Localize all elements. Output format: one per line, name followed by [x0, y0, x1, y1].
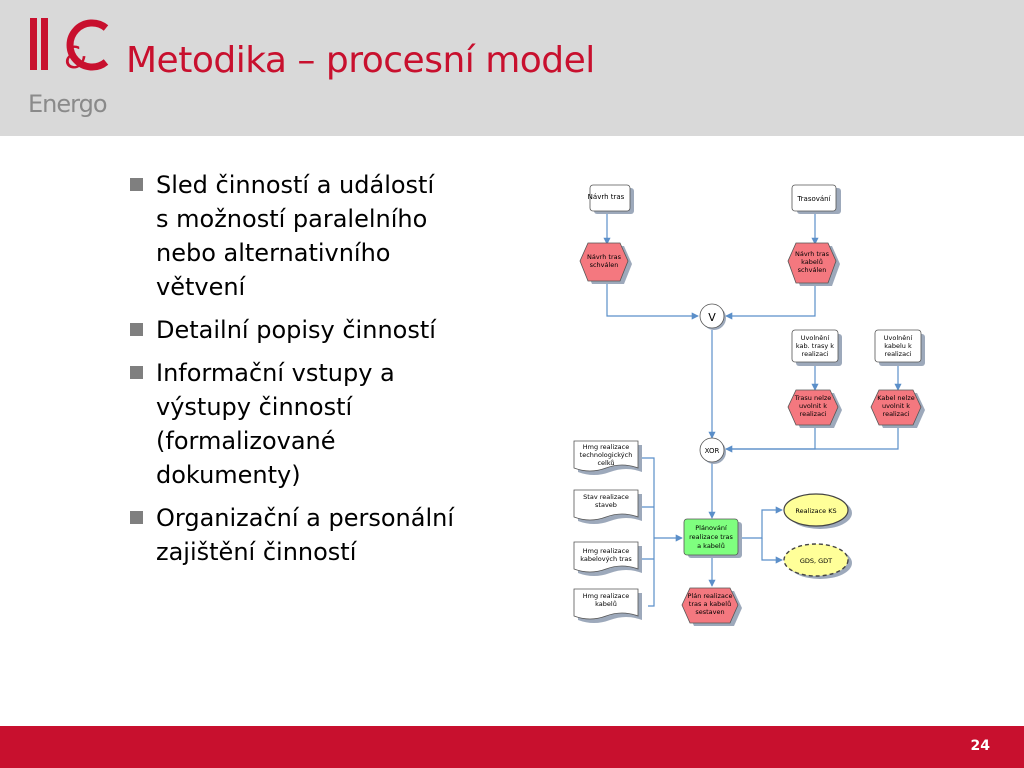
- company-logo: & Energo: [28, 18, 109, 118]
- document-label: Hmg realizace: [583, 592, 630, 600]
- document-label: celků: [597, 459, 614, 467]
- function-label: kabelu k: [884, 342, 912, 350]
- event-label: schválen: [590, 261, 619, 269]
- document-label: staveb: [595, 501, 617, 509]
- operator-and: V: [699, 303, 726, 330]
- event-label: realizaci: [883, 410, 910, 418]
- operator-label: XOR: [705, 447, 720, 455]
- document-label: technologických: [580, 451, 633, 459]
- event-label: Plán realizace: [688, 592, 733, 600]
- footer-band: 24: [0, 726, 1024, 768]
- bullet-item: Informační vstupy a výstupy činností (fo…: [128, 356, 508, 492]
- page-number: 24: [970, 738, 990, 754]
- operator-xor: XOR: [699, 437, 726, 464]
- org-label: GDS, GDT: [800, 557, 832, 565]
- bullet-text: výstupy činností: [156, 393, 353, 421]
- event-trasu-nelze: Trasu nelze uvolnit k realizaci: [787, 389, 842, 428]
- event-navrh-kabelu-schvalen: Návrh tras kabelů schválen: [787, 242, 840, 286]
- event-label: realizaci: [800, 410, 827, 418]
- event-label: tras a kabelů: [689, 600, 731, 608]
- event-label: uvolnit k: [882, 402, 910, 410]
- event-label: Kabel nelze: [877, 394, 914, 402]
- bullet-text: dokumenty): [156, 461, 301, 489]
- event-kabel-nelze: Kabel nelze uvolnit k realizaci: [870, 389, 925, 428]
- bullet-item: Organizační a personální zajištění činno…: [128, 501, 508, 569]
- bullet-square-icon: [130, 511, 143, 524]
- event-plan-sestaven: Plán realizace tras a kabelů sestaven: [681, 587, 742, 626]
- function-label: realizace tras: [689, 533, 733, 541]
- function-label: realizaci: [885, 350, 912, 358]
- event-navrh-schvalen: Návrh tras schválen: [579, 242, 632, 284]
- document-hmg-kab-tras: Hmg realizace kabelových tras: [573, 541, 642, 576]
- bullet-text: zajištění činností: [156, 538, 357, 566]
- bullet-text: (formalizované: [156, 427, 336, 455]
- function-trasovani: Trasování: [791, 184, 841, 214]
- org-realizace-ks: Realizace KS: [783, 493, 852, 529]
- function-label: a kabelů: [697, 542, 725, 550]
- bullet-square-icon: [130, 323, 143, 336]
- bullet-text: Informační vstupy a: [156, 359, 395, 387]
- bullet-item: Detailní popisy činností: [128, 313, 508, 347]
- document-label: Stav realizace: [583, 493, 629, 501]
- logo-sub-text: Energo: [28, 90, 107, 118]
- bullet-square-icon: [130, 178, 143, 191]
- document-hmg-kab: Hmg realizace kabelů: [573, 588, 642, 623]
- function-label: Uvolnění: [801, 334, 830, 342]
- event-label: sestaven: [695, 608, 724, 616]
- bullet-text: Detailní popisy činností: [156, 316, 436, 344]
- event-label: Návrh tras: [795, 250, 830, 258]
- document-label: Hmg realizace: [583, 443, 630, 451]
- event-label: kabelů: [801, 258, 823, 266]
- bullet-text: Organizační a personální: [156, 504, 455, 532]
- function-label: Plánování: [695, 524, 727, 532]
- function-label: kab. trasy k: [796, 342, 834, 350]
- org-gds-gdt: GDS, GDT: [783, 543, 852, 579]
- page-title: Metodika – procesní model: [126, 40, 595, 81]
- function-navrh-tras: Návrh tras: [588, 184, 634, 214]
- event-label: schválen: [798, 266, 827, 274]
- function-uvolneni-trasy: Uvolnění kab. trasy k realizaci: [791, 329, 842, 366]
- function-label: Návrh tras: [588, 193, 625, 201]
- event-label: uvolnit k: [799, 402, 827, 410]
- bullet-text: s možností paralelního: [156, 205, 428, 233]
- org-label: Realizace KS: [795, 507, 836, 515]
- event-label: Návrh tras: [587, 253, 622, 261]
- document-label: kabelových tras: [580, 555, 632, 563]
- bullet-item: Sled činností a událostí s možností para…: [128, 168, 508, 304]
- event-label: Trasu nelze: [794, 394, 832, 402]
- document-hmg-tech: Hmg realizace technologických celků: [573, 440, 642, 475]
- bullet-text: větvení: [156, 273, 246, 301]
- bullet-text: Sled činností a událostí: [156, 171, 435, 199]
- header-band: & Energo Metodika – procesní model: [0, 0, 1024, 136]
- function-uvolneni-kabelu: Uvolnění kabelu k realizaci: [874, 329, 925, 366]
- function-planovani: Plánování realizace tras a kabelů: [683, 518, 742, 558]
- function-label: Uvolnění: [884, 334, 913, 342]
- document-label: Hmg realizace: [583, 547, 630, 555]
- document-stav: Stav realizace staveb: [573, 489, 642, 524]
- bullet-text: nebo alternativního: [156, 239, 391, 267]
- bullet-square-icon: [130, 366, 143, 379]
- function-label: Trasování: [796, 195, 831, 203]
- bullet-list: Sled činností a událostí s možností para…: [128, 168, 508, 578]
- connector-lines: [603, 212, 902, 607]
- document-label: kabelů: [595, 600, 617, 608]
- function-label: realizaci: [802, 350, 829, 358]
- process-diagram: Návrh tras Trasování Návrh tras schválen…: [573, 184, 925, 626]
- operator-label: V: [708, 311, 716, 324]
